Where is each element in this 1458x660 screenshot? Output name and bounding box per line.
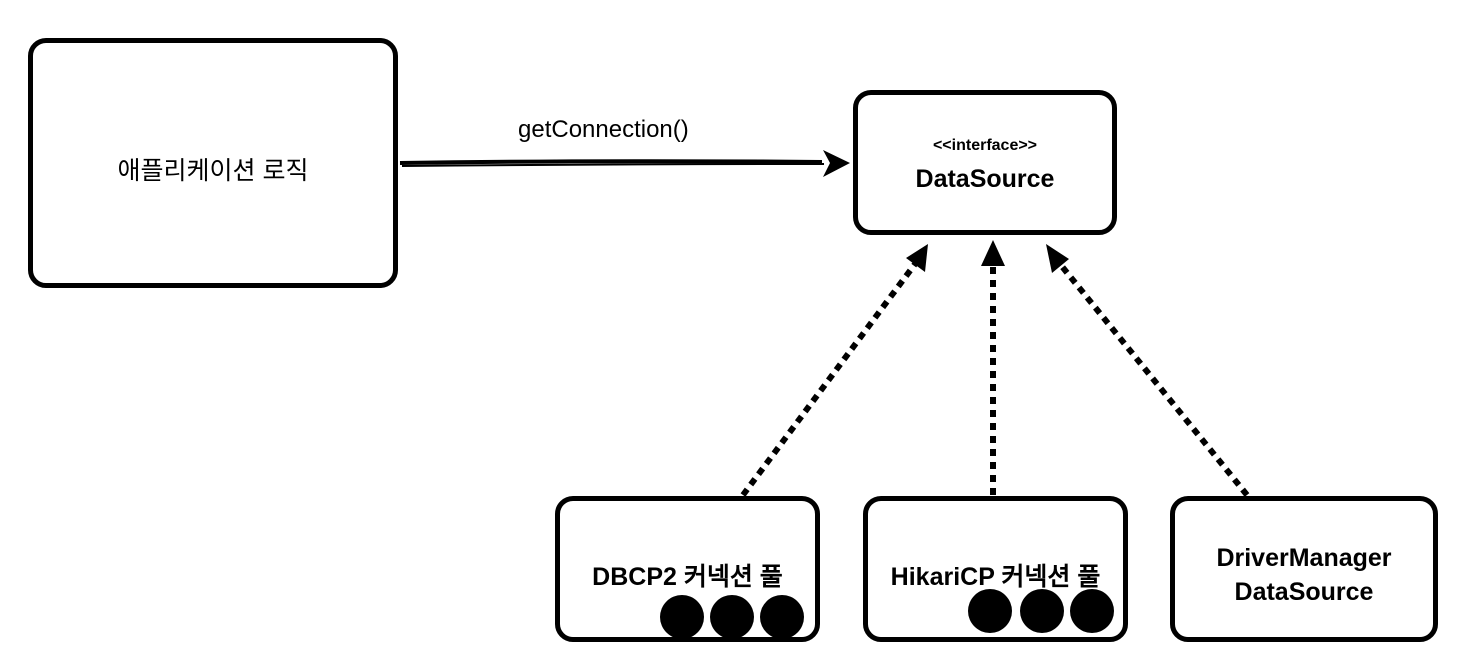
drivermanager-label-line1: DriverManager — [1216, 544, 1392, 572]
application-logic-box: 애플리케이션 로직 — [28, 38, 398, 288]
pool-connection-dot — [1020, 589, 1064, 633]
drivermanager-datasource-box: DriverManager DataSource — [1170, 496, 1438, 642]
hikaricp-realization-arrow — [981, 240, 1005, 495]
drivermanager-realization-arrow — [1046, 244, 1250, 497]
datasource-interface-box: <<interface>> DataSource — [853, 90, 1117, 235]
dbcp2-pool-box: DBCP2 커넥션 풀 — [555, 496, 820, 642]
dbcp2-realization-arrow — [740, 244, 928, 497]
pool-connection-dot — [710, 595, 754, 639]
hikaricp-pool-label: HikariCP 커넥션 풀 — [890, 563, 1101, 591]
hikaricp-pool-box: HikariCP 커넥션 풀 — [863, 496, 1128, 642]
interface-stereotype: <<interface>> — [932, 137, 1038, 154]
drivermanager-label-line2: DataSource — [1234, 578, 1374, 606]
dbcp2-pool-label: DBCP2 커넥션 풀 — [592, 563, 783, 591]
pool-connection-dot — [1070, 589, 1114, 633]
datasource-name: DataSource — [915, 165, 1055, 193]
drivermanager-datasource-label: DriverManager DataSource — [1175, 541, 1433, 609]
pool-connection-dot — [660, 595, 704, 639]
get-connection-label: getConnection() — [518, 116, 689, 143]
application-logic-label: 애플리케이션 로직 — [117, 157, 309, 185]
get-connection-arrow — [399, 150, 850, 177]
pool-connection-dot — [760, 595, 804, 639]
pool-connection-dot — [968, 589, 1012, 633]
